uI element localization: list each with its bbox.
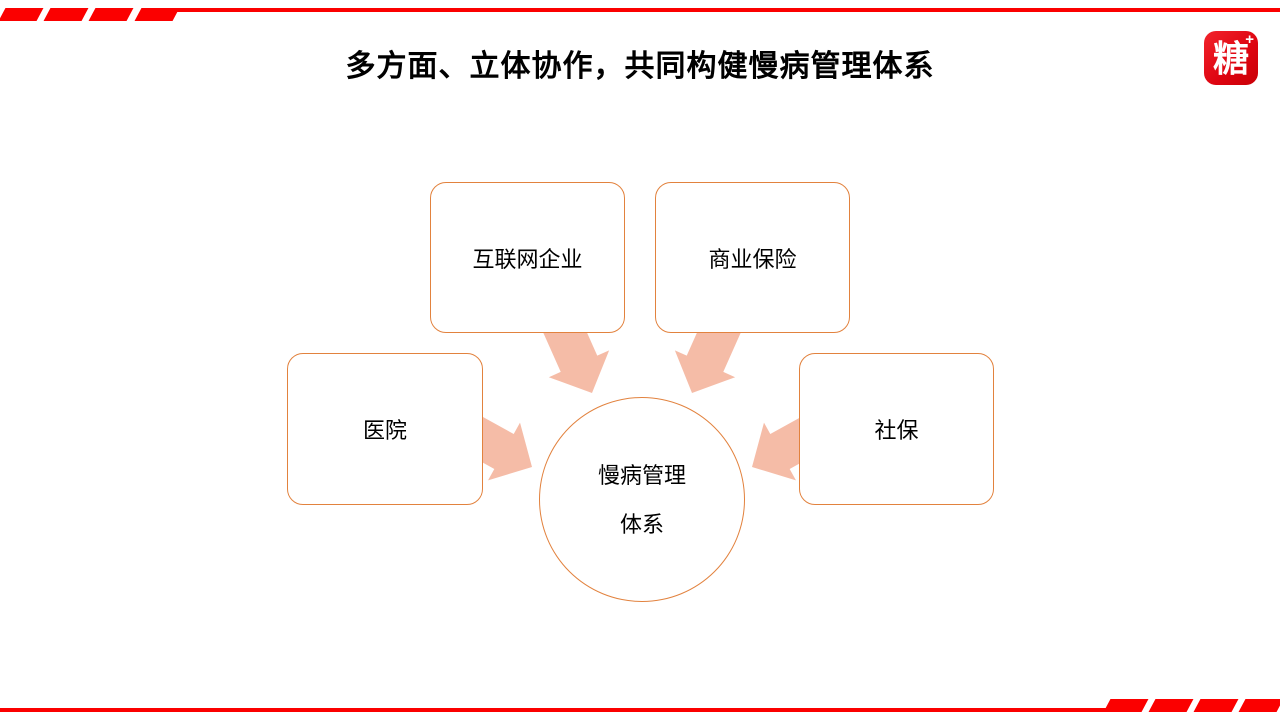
slide-title: 多方面、立体协作，共同构健慢病管理体系 — [345, 50, 935, 83]
center-label-line1: 慢病管理 — [597, 462, 686, 488]
logo-plus-icon: + — [1245, 31, 1254, 48]
top-rule-line — [176, 8, 1280, 12]
logo-glyph: 糖 — [1212, 38, 1249, 79]
node-label: 社保 — [874, 418, 919, 443]
node-social-security: 社保 — [799, 353, 994, 505]
node-label: 医院 — [362, 418, 407, 443]
node-commercial-insurance: 商业保险 — [655, 182, 850, 333]
node-internet-company: 互联网企业 — [430, 182, 625, 333]
node-label: 商业保险 — [708, 246, 797, 272]
arrow-insurance-to-center — [674, 313, 742, 393]
node-label: 互联网企业 — [472, 246, 583, 272]
tang-plus-logo: 糖 + — [1204, 31, 1258, 85]
node-hospital: 医院 — [287, 353, 483, 505]
bottom-rule-line — [0, 708, 1110, 712]
node-chronic-disease-management-system: 慢病管理 体系 — [539, 397, 745, 602]
arrow-internet-to-center — [542, 313, 610, 393]
center-label-line2: 体系 — [619, 511, 664, 537]
